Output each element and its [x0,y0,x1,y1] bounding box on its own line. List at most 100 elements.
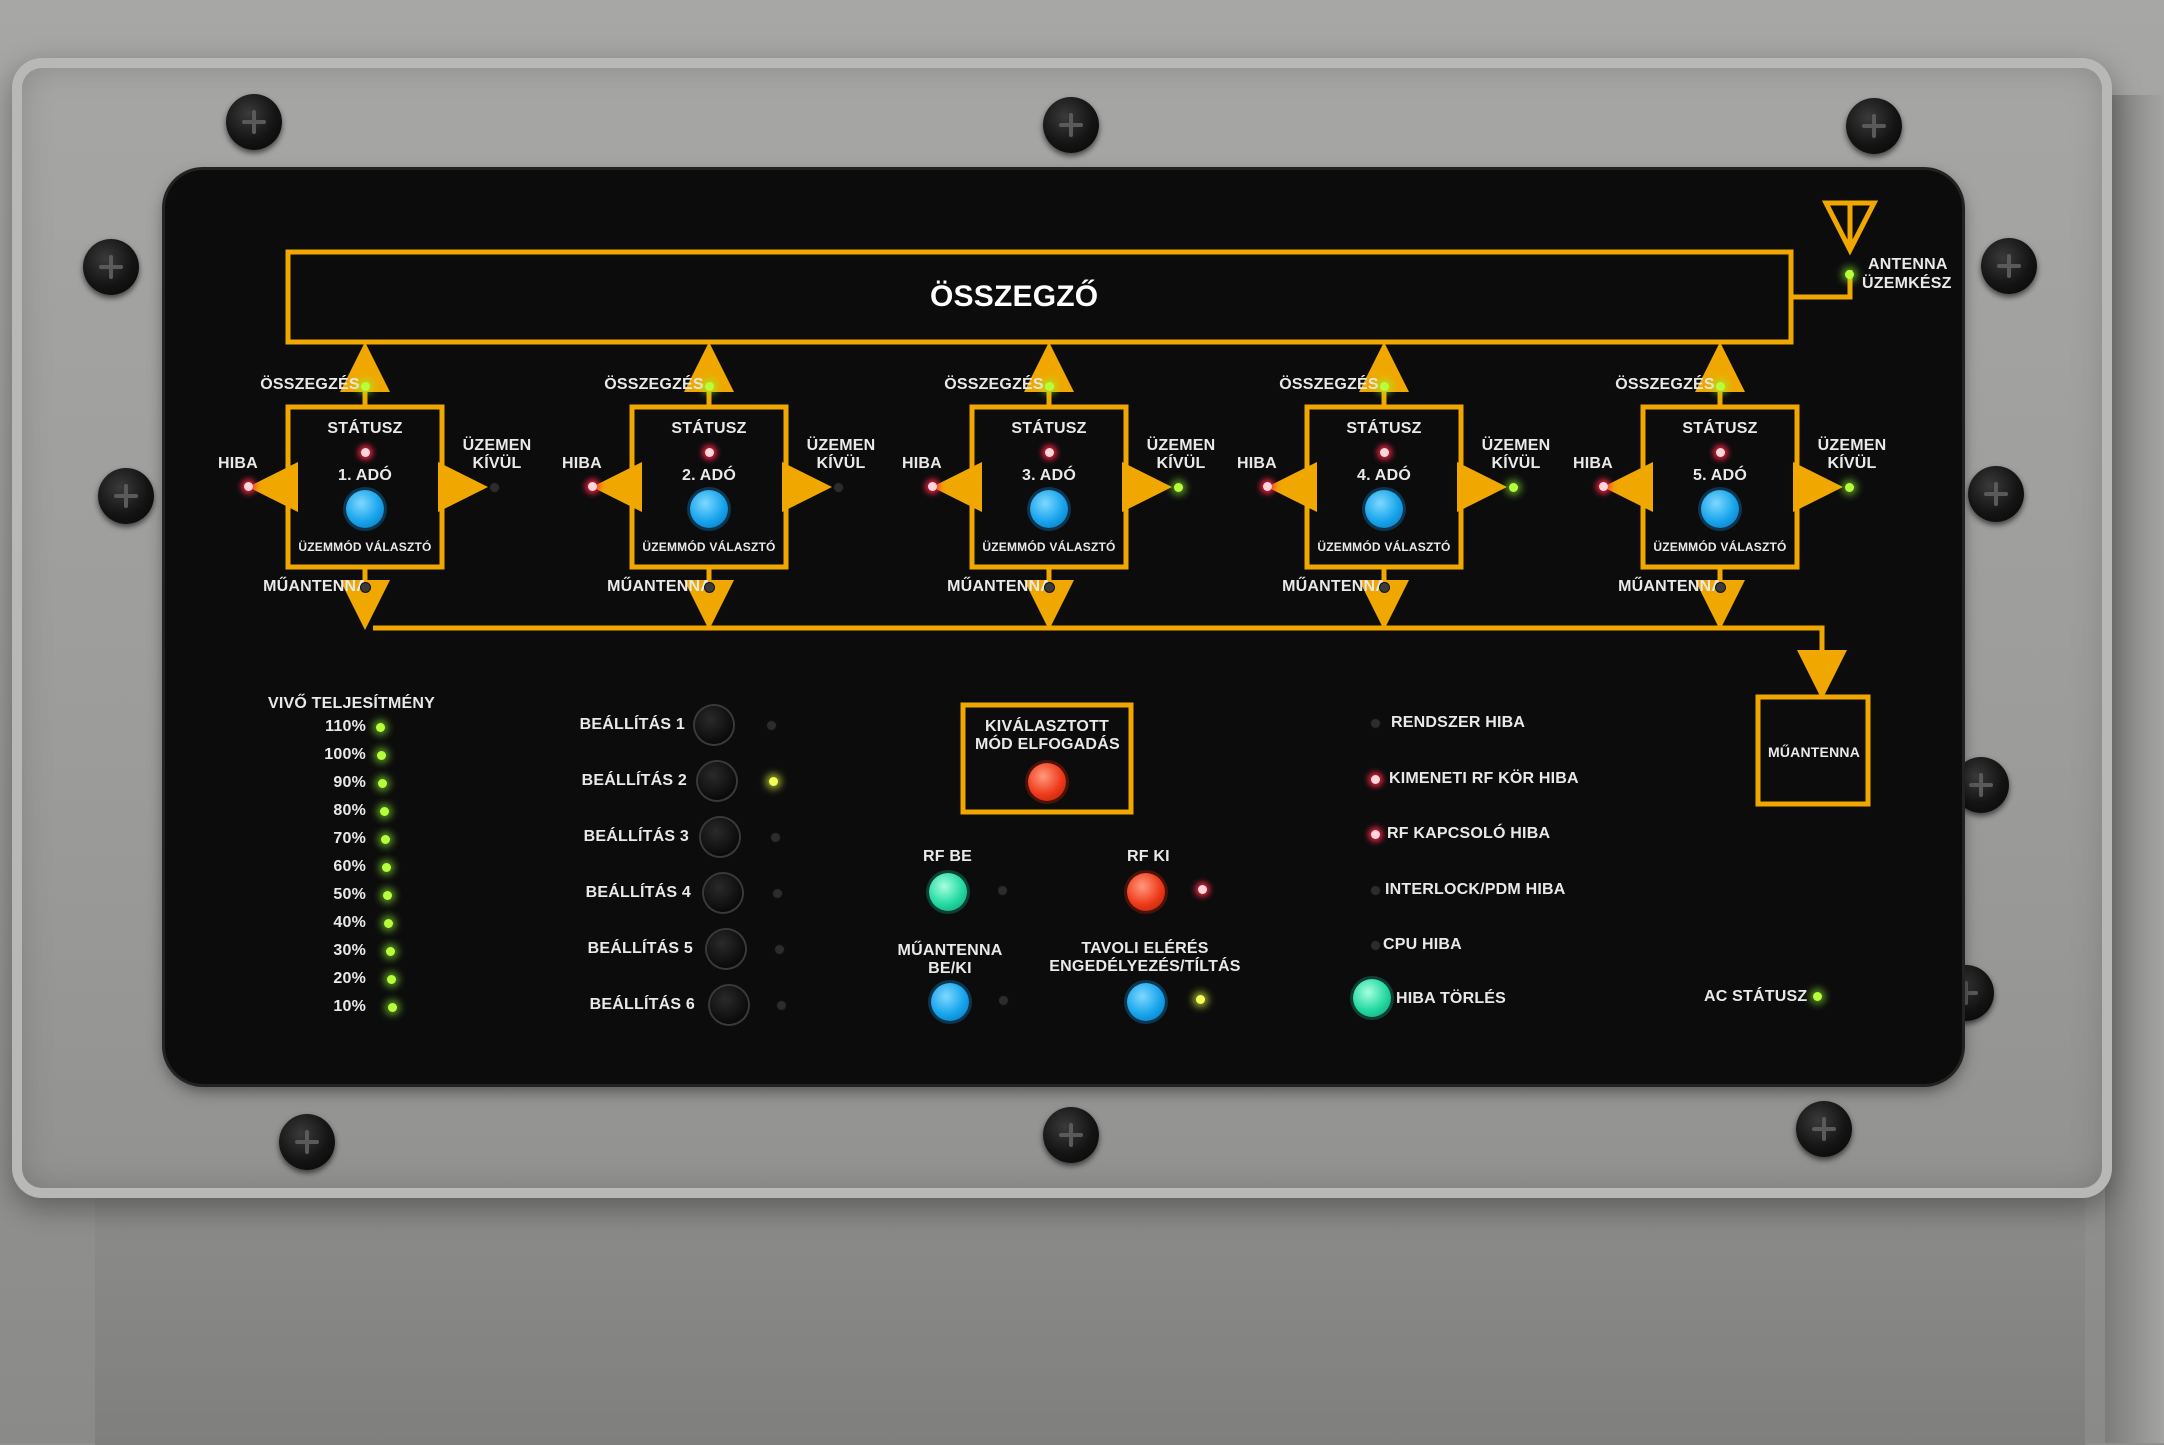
setting-led [767,721,776,730]
status-label: STÁTUSZ [1346,420,1422,437]
fault-led [1599,482,1608,491]
remote-access-button[interactable] [1127,983,1165,1021]
setting-button[interactable] [710,986,748,1024]
mode-selector-label: ÜZEMMÓD VÁLASZTÓ [982,540,1116,554]
setting-led [775,945,784,954]
ac-status-label: AC STÁTUSZ [1704,988,1808,1005]
power-level-label: 40% [333,914,366,931]
mode-selector-button[interactable] [346,490,384,528]
setting-label: BEÁLLÍTÁS 6 [589,996,695,1013]
fault-led [928,482,937,491]
rf-on-label: RF BE [923,848,972,865]
setting-button[interactable] [704,874,742,912]
power-level-label: 110% [325,718,366,735]
fault-reset-button[interactable] [1353,979,1391,1017]
mode-accept-label-2: MÓD ELFOGADÁS [975,736,1120,753]
setting-button[interactable] [695,706,733,744]
fault-label: HIBA [562,455,602,472]
remote-label-1: TAVOLI ELÉRÉS [1081,940,1209,957]
offline-label-1: ÜZEMEN [1481,437,1551,454]
offline-label-1: ÜZEMEN [462,437,532,454]
mode-accept-label-1: KIVÁLASZTOTT [985,718,1109,735]
power-level-led [378,779,388,788]
offline-label-2: KÍVÜL [1491,455,1541,472]
power-level-label: 100% [324,746,366,763]
mode-selector-button[interactable] [1701,490,1739,528]
fault-label: KIMENETI RF KÖR HIBA [1389,769,1579,787]
dummy-load-led [705,583,714,592]
mode-selector-button[interactable] [690,490,728,528]
summing-led [705,382,714,391]
offline-label-2: KÍVÜL [472,455,522,472]
status-led [1380,448,1389,457]
dummy-load-label: MŰANTENNA [607,578,712,595]
offline-led [834,483,843,492]
fault-led [1371,719,1380,728]
mode-selector-button[interactable] [1365,490,1403,528]
antenna-ready-led [1845,270,1854,279]
transmitter-name: 4. ADÓ [1357,467,1411,484]
power-level-label: 90% [333,774,366,791]
power-level-label: 20% [333,970,366,987]
offline-label-1: ÜZEMEN [806,437,876,454]
setting-label: BEÁLLÍTÁS 4 [585,884,691,901]
fault-label: RF KAPCSOLÓ HIBA [1387,825,1551,842]
mode-accept-button[interactable] [1028,763,1066,801]
transmitter-name: 5. ADÓ [1693,467,1747,484]
dummy-toggle-button[interactable] [931,983,969,1021]
mode-accept-box [960,702,1134,815]
power-level-led [380,835,390,844]
fault-label: CPU HIBA [1383,936,1462,953]
combiner-title: ÖSSZEGZŐ [930,280,1099,313]
offline-label-2: KÍVÜL [1827,455,1877,472]
offline-led [1845,483,1854,492]
rf-off-button[interactable] [1127,873,1165,911]
setting-led [773,889,782,898]
mode-selector-label: ÜZEMMÓD VÁLASZTÓ [642,540,776,554]
summing-label: ÖSSZEGZÉS [944,376,1044,393]
screw-icon [1953,757,2009,813]
setting-led [771,833,780,842]
summing-led [361,382,370,391]
summing-led [1045,382,1054,391]
offline-label-1: ÜZEMEN [1817,437,1887,454]
antenna-label: ANTENNA [1868,256,1948,273]
screw-icon [98,468,154,524]
setting-button[interactable] [707,930,745,968]
status-label: STÁTUSZ [1682,420,1758,437]
screw-icon [1968,466,2024,522]
summing-label: ÖSSZEGZÉS [1279,376,1379,393]
power-level-led [382,863,391,872]
status-led [361,448,370,457]
setting-button[interactable] [701,818,739,856]
fault-led [1371,885,1380,895]
rf-on-button[interactable] [929,873,967,911]
dummy-load-label: MŰANTENNA [263,578,368,595]
power-level-label: 50% [333,886,366,903]
power-level-led [379,807,389,816]
power-level-label: 60% [333,858,366,875]
dummy-load-led [361,583,370,592]
rf-off-label: RF KI [1127,848,1170,865]
fault-led [1263,482,1272,491]
summing-label: ÖSSZEGZÉS [1615,376,1715,393]
setting-label: BEÁLLÍTÁS 3 [583,828,689,845]
setting-button[interactable] [698,762,736,800]
fault-led [1371,774,1380,784]
power-level-led [386,975,396,984]
cabinet-lower-section [95,1170,2085,1445]
summing-led [1716,382,1725,391]
dummy-load-label: MŰANTENNA [1282,578,1387,595]
fault-led [588,482,597,491]
status-led [1716,448,1725,457]
power-level-label: 80% [333,802,366,819]
mode-selector-button[interactable] [1030,490,1068,528]
fault-label: HIBA [1237,455,1277,472]
fault-led [244,482,253,491]
power-level-label: 30% [333,942,366,959]
screw-icon [1043,97,1099,153]
fault-label: HIBA [1573,455,1613,472]
cabinet-side [2105,95,2164,1443]
fault-label: HIBA [218,455,258,472]
